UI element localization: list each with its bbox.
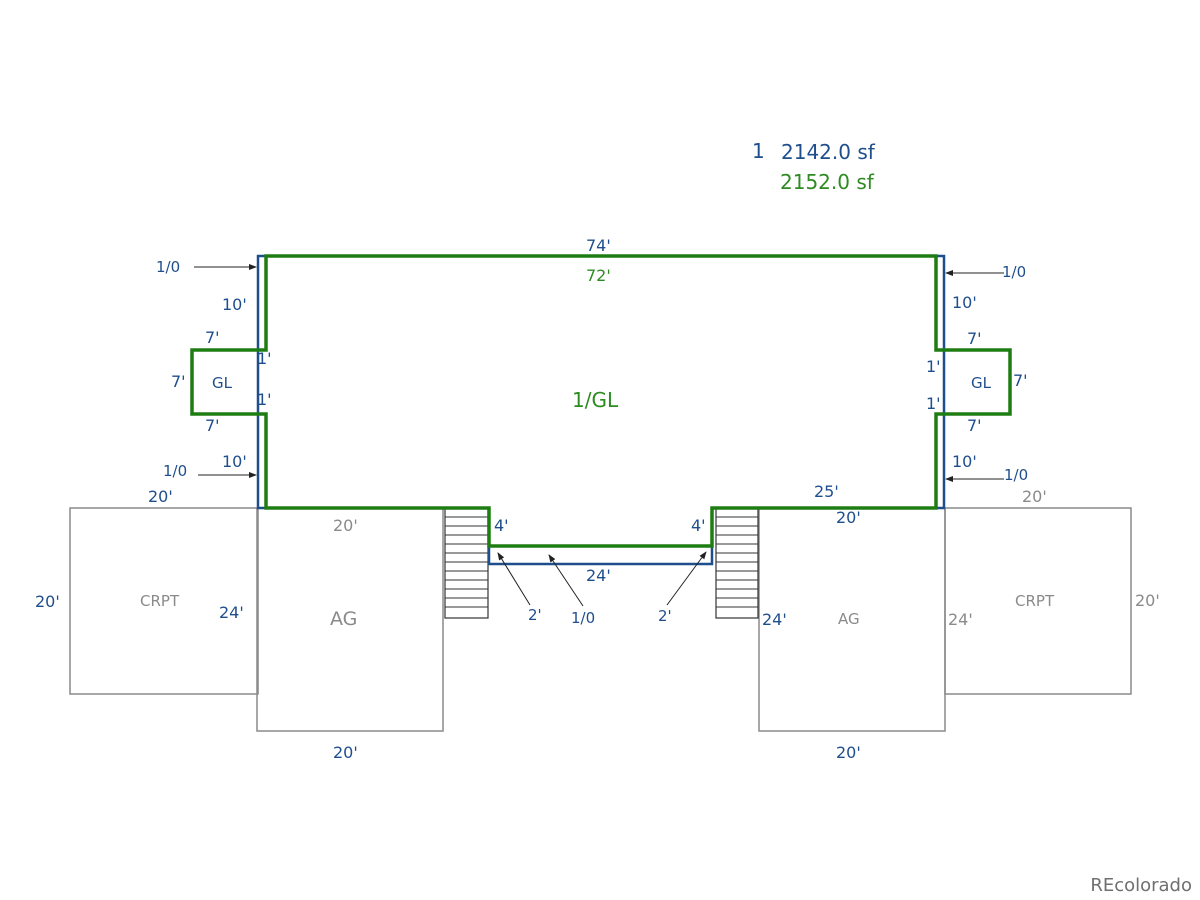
recess-left-dimension: 4' [494, 516, 509, 535]
crpt-right-top-dimension: 20' [1022, 487, 1047, 506]
recess-right-dimension: 4' [691, 516, 706, 535]
callout-recess-left: 2' [528, 606, 542, 624]
crpt-left-top-dimension: 20' [148, 487, 173, 506]
gl-left-label: GL [212, 374, 233, 392]
stairs-left [444, 507, 489, 619]
ag-left-label: AG [330, 608, 357, 630]
left-upper-dimension: 10' [222, 295, 247, 314]
gl-right-side-dimension: 7' [1013, 371, 1028, 390]
ag-left-side-dimension: 24' [219, 603, 244, 622]
top-dimension-main: 72' [586, 266, 611, 285]
main-level-outline [190, 254, 1012, 548]
callout-bottom-right: 1/0 [1004, 466, 1028, 484]
gl-left-side-dimension: 7' [171, 372, 186, 391]
stairs-right [715, 507, 759, 619]
callout-arrow-recess-left [497, 552, 531, 606]
bottom-right-dimension: 25' [814, 482, 839, 501]
gl-right-label: GL [971, 374, 992, 392]
recess-bottom-dimension: 24' [586, 566, 611, 585]
crpt-left-outline [69, 507, 259, 695]
ag-left-bottom-dimension: 20' [333, 743, 358, 762]
crpt-left-label: CRPT [140, 592, 180, 610]
gl-right-top-dimension: 7' [967, 329, 982, 348]
gl-right-bottom-dimension: 7' [967, 416, 982, 435]
ag-right-right-dimension: 24' [948, 610, 973, 629]
right-upper-dimension: 10' [952, 293, 977, 312]
gl-left-top-dimension: 7' [205, 328, 220, 347]
callout-recess-right: 2' [658, 607, 672, 625]
crpt-left-side-dimension: 20' [35, 592, 60, 611]
ag-right-label: AG [838, 610, 860, 628]
left-lower-dimension: 10' [222, 452, 247, 471]
green-area-total: 2152.0 sf [780, 170, 875, 194]
callout-bottom-left: 1/0 [163, 462, 187, 480]
crpt-right-outline [944, 507, 1132, 695]
ag-right-left-dimension: 24' [762, 610, 787, 629]
callout-top-right: 1/0 [1002, 263, 1026, 281]
gl-left-bottom-dimension: 7' [205, 416, 220, 435]
ag-right-bottom-dimension: 20' [836, 743, 861, 762]
callout-top-left: 1/0 [156, 258, 180, 276]
notch-right-lower: 1' [926, 394, 941, 413]
notch-right-upper: 1' [926, 357, 941, 376]
ag-left-top-dimension: 20' [333, 516, 358, 535]
notch-left-upper: 1' [257, 349, 272, 368]
notch-left-lower: 1' [257, 390, 272, 409]
blue-area-total: 2142.0 sf [781, 140, 876, 164]
callout-arrow-recess-center [548, 554, 584, 607]
main-room-label: 1/GL [572, 388, 619, 412]
right-lower-dimension: 10' [952, 452, 977, 471]
area-index: 1 [752, 139, 765, 163]
crpt-right-label: CRPT [1015, 592, 1055, 610]
top-dimension-upper: 74' [586, 236, 611, 255]
ag-right-top-dimension: 20' [836, 508, 861, 527]
recolorado-watermark: REcolorado [1090, 875, 1192, 896]
callout-arrow-recess-right [666, 551, 707, 606]
callout-recess-center: 1/0 [571, 609, 595, 627]
crpt-right-side-dimension: 20' [1135, 591, 1160, 610]
